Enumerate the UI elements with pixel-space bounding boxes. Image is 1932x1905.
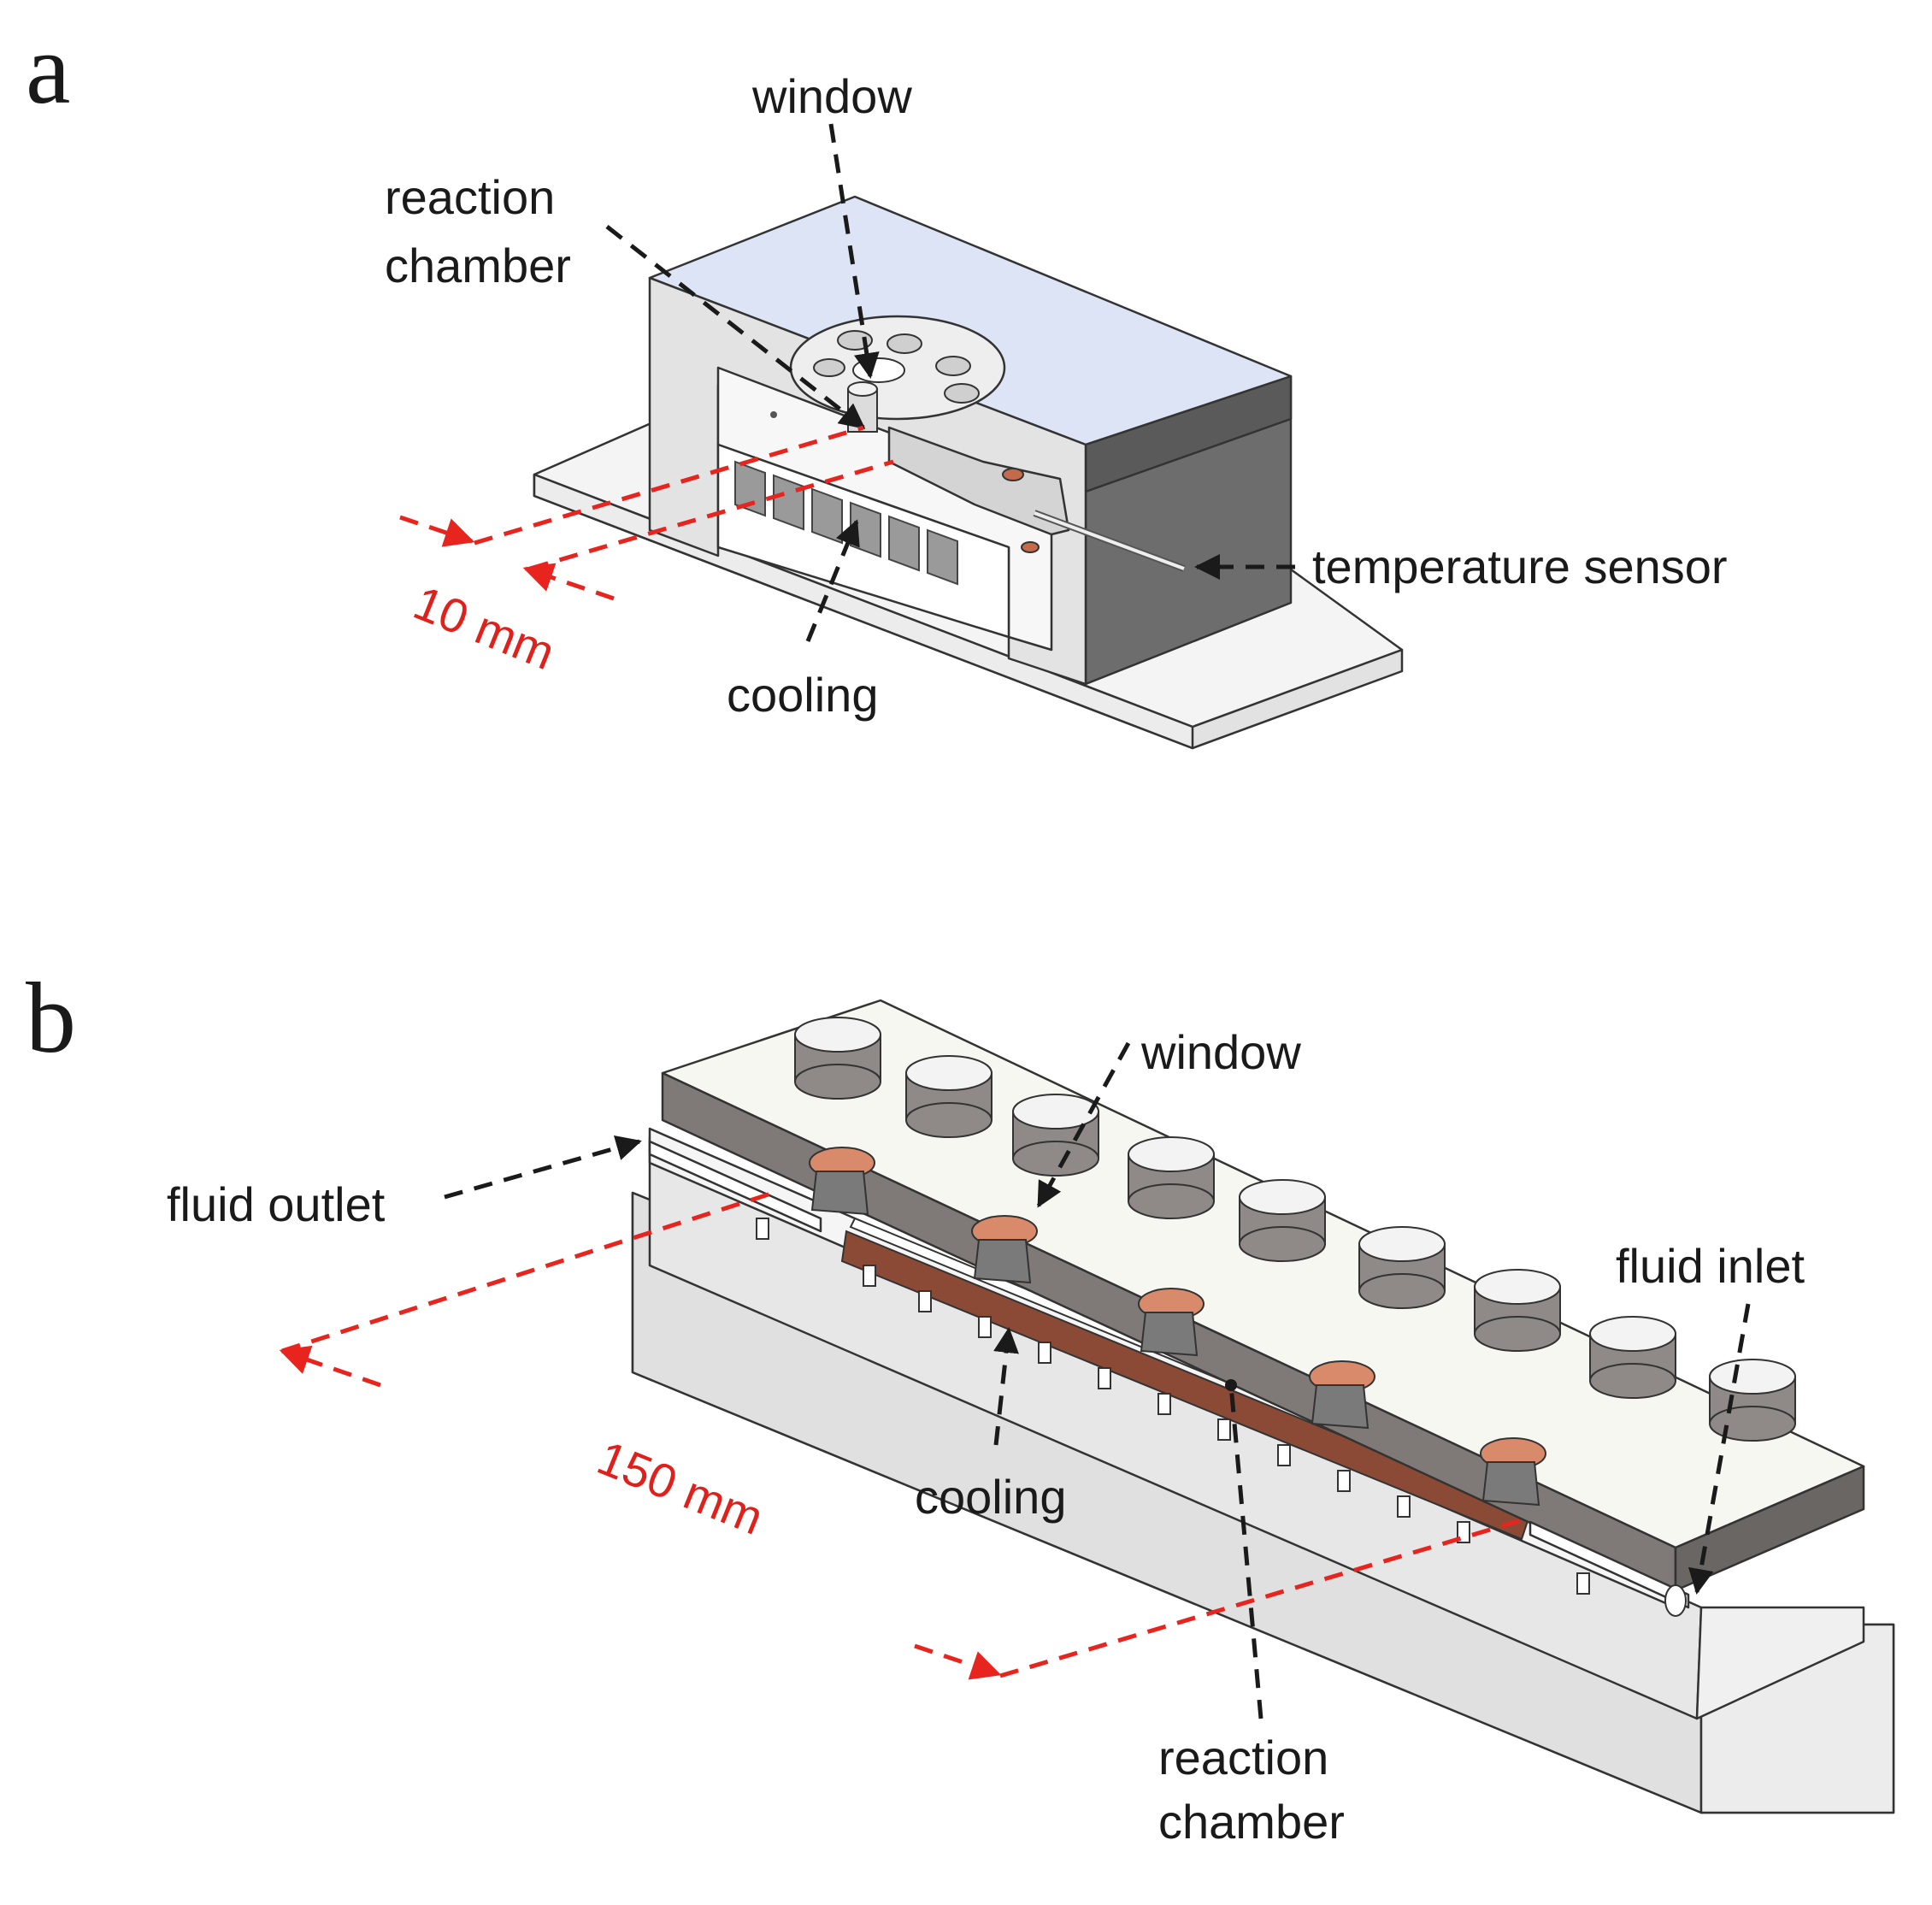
- panel-b-cooling-channel: [840, 1230, 1532, 1541]
- label-scale-a: 10 mm: [407, 575, 563, 681]
- leader-cooling-b: [993, 1327, 1019, 1446]
- label-fluid-inlet: fluid inlet: [1616, 1239, 1805, 1293]
- panel-b: b: [26, 962, 1895, 1849]
- dim-arrow-b-in: [914, 1643, 1002, 1680]
- panel-a-window: [789, 315, 1006, 421]
- panel-a-cooling-slots: [734, 460, 958, 586]
- label-reaction-chamber-a-1: reaction: [385, 170, 555, 224]
- leader-window-a: [828, 123, 880, 379]
- leader-reaction-chamber-b: [1228, 1384, 1263, 1719]
- dim-line-a-upper: [474, 425, 864, 546]
- label-reaction-chamber-b-2: chamber: [1158, 1795, 1345, 1849]
- panel-b-window-cylinders: [794, 1017, 1796, 1442]
- dim-line-a-lower: [529, 459, 894, 571]
- dim-line-b-upper: [281, 1190, 775, 1354]
- label-fluid-outlet: fluid outlet: [167, 1177, 386, 1231]
- label-window-a: window: [751, 69, 912, 123]
- label-cooling-a: cooling: [727, 668, 878, 722]
- panel-b-letter: b: [26, 962, 76, 1074]
- panel-b-cooling-slots: [756, 1218, 1590, 1595]
- leader-reaction-chamber-a: [605, 225, 866, 429]
- dim-arrow-a-out: [522, 563, 615, 601]
- panel-a: a: [26, 13, 1728, 750]
- label-cooling-b: cooling: [915, 1470, 1066, 1524]
- label-scale-b: 150 mm: [591, 1430, 771, 1545]
- dim-arrow-b-out: [279, 1345, 381, 1388]
- leader-fluid-inlet: [1688, 1303, 1751, 1595]
- panel-a-housing: [648, 195, 1293, 686]
- label-window-b: window: [1140, 1025, 1301, 1079]
- leader-fluid-outlet: [444, 1135, 642, 1200]
- label-reaction-chamber-b-1: reaction: [1158, 1731, 1328, 1784]
- dim-arrow-a-in: [399, 515, 475, 547]
- label-reaction-chamber-a-2: chamber: [385, 239, 571, 292]
- leader-cooling-a: [805, 519, 860, 642]
- label-temperature-sensor: temperature sensor: [1312, 540, 1728, 593]
- leader-window-b: [1036, 1041, 1131, 1208]
- panel-a-letter: a: [26, 13, 70, 125]
- panel-b-window-mounts: [809, 1147, 1546, 1507]
